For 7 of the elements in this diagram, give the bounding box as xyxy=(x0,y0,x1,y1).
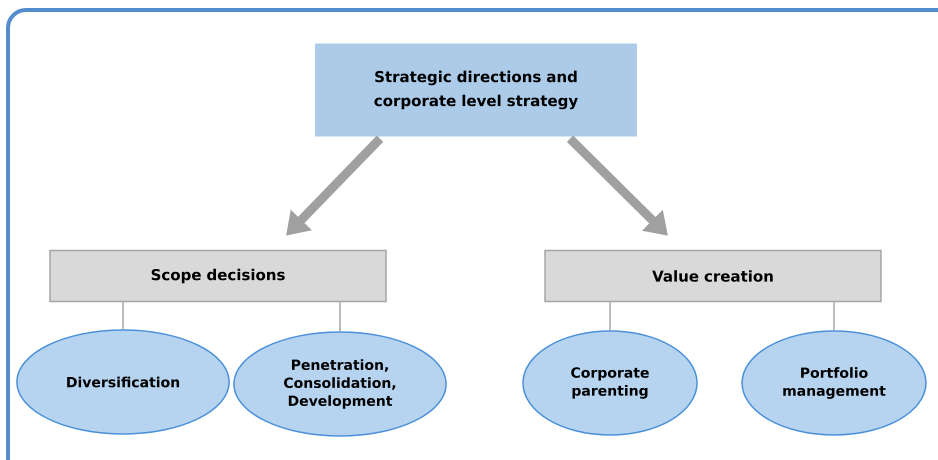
connector-line xyxy=(339,302,341,332)
heading-box: Strategic directions and corporate level strategy xyxy=(315,44,637,136)
connector-line xyxy=(833,302,835,330)
connector-line xyxy=(122,302,124,330)
category-box: Value creation xyxy=(544,250,882,302)
category-box: Scope decisions xyxy=(49,250,387,302)
connector-line xyxy=(609,302,611,330)
